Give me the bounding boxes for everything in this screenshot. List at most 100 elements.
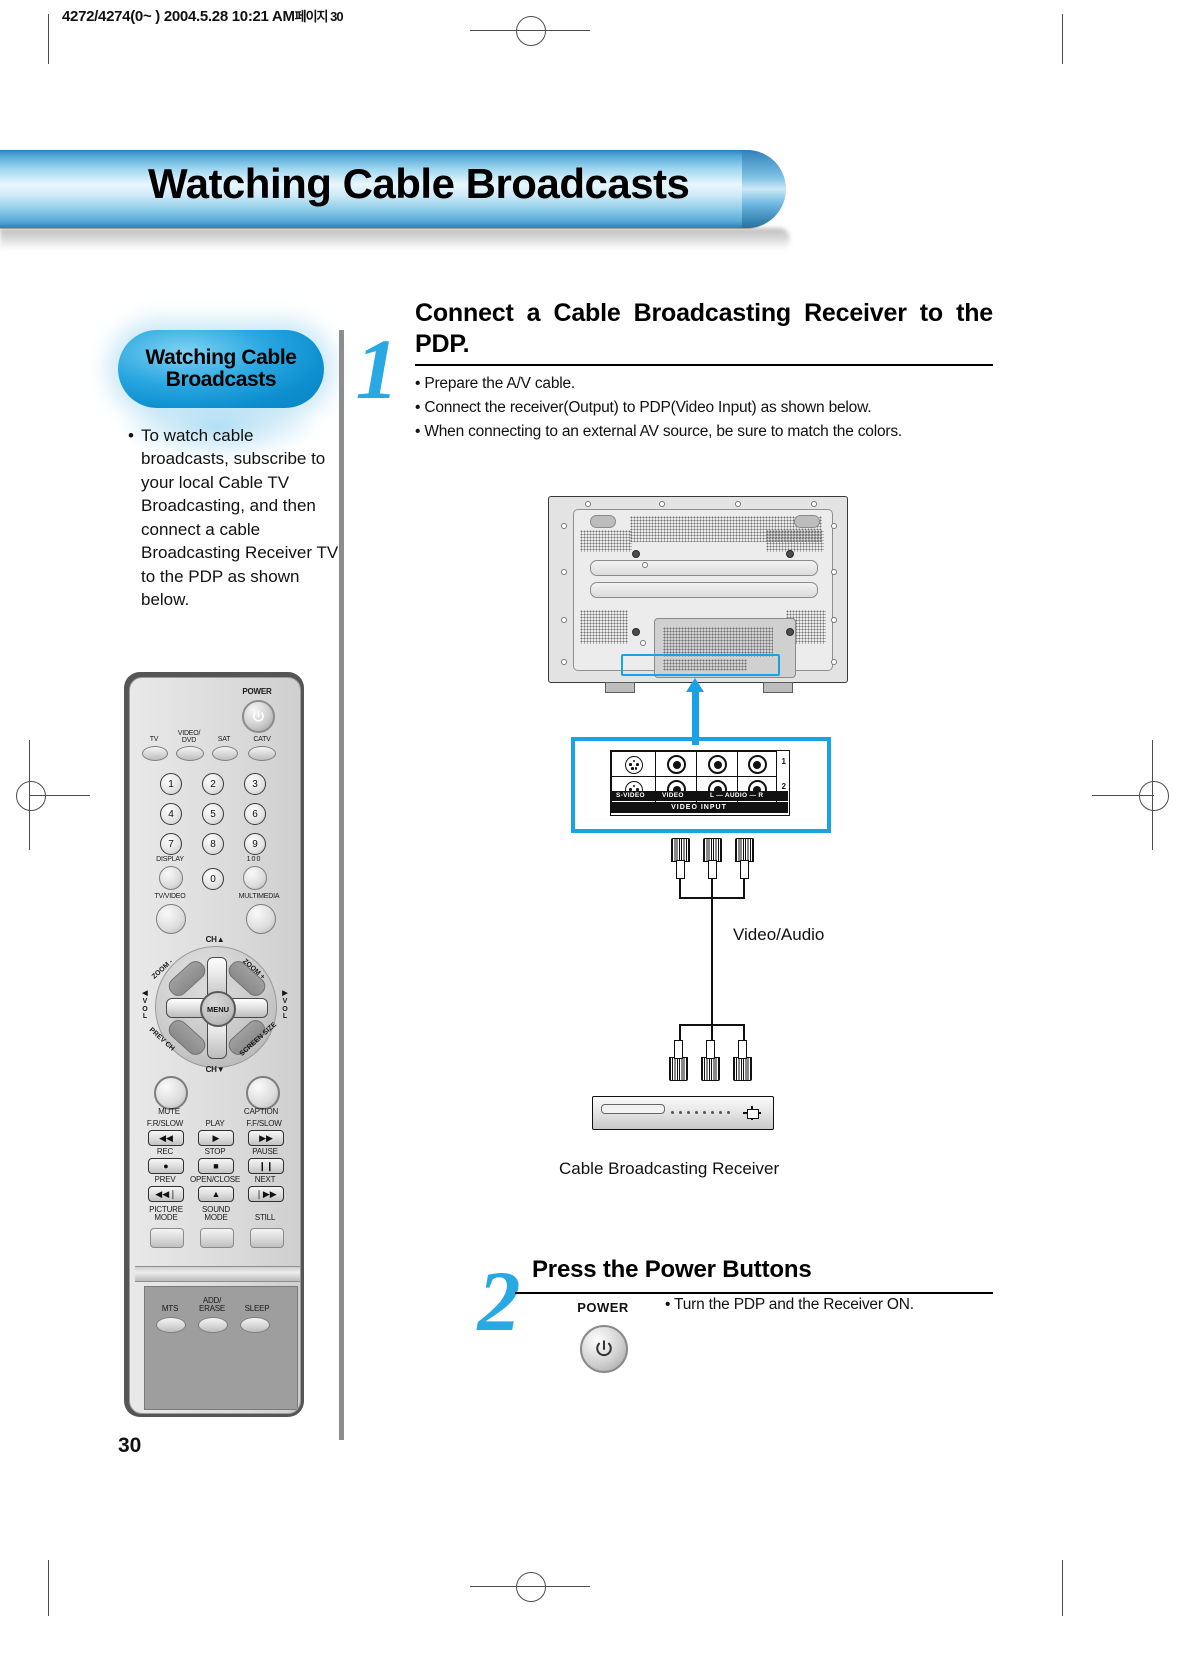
cable-vertical-right — [743, 878, 745, 898]
remote-key-8[interactable]: 8 — [202, 833, 224, 855]
remote-key-9[interactable]: 9 — [244, 833, 266, 855]
remote-stop-label: STOP — [204, 1147, 226, 1156]
sidebar-callout-badge: Watching Cable Broadcasts — [118, 330, 324, 408]
rca-plug-top-left — [671, 838, 690, 879]
remote-pause-label: PAUSE — [252, 1147, 278, 1156]
remote-button-next[interactable]: ❘▶▶ — [248, 1186, 284, 1202]
pdp-screw-6 — [640, 640, 646, 646]
remote-key-6[interactable]: 6 — [244, 803, 266, 825]
remote-key-0[interactable]: 0 — [202, 868, 224, 890]
pdp-screw-3 — [632, 628, 640, 636]
remote-button-open-close[interactable]: ▲ — [198, 1186, 234, 1202]
power-symbol-icon-remote — [253, 710, 264, 722]
remote-button-add-erase[interactable] — [198, 1317, 228, 1333]
remote-power-button[interactable] — [242, 700, 275, 733]
remote-button-sat[interactable] — [212, 746, 238, 761]
step-1-heading-line1: Connect a Cable Broadcasting Receiver to… — [415, 299, 993, 327]
remote-button-picture-mode[interactable] — [150, 1228, 184, 1248]
video-input-row-number-2: 2 — [781, 782, 786, 791]
sidebar-note-bullet: • — [128, 426, 134, 445]
receiver-display-slot — [601, 1104, 665, 1114]
crop-mark-left-horizontal — [30, 795, 90, 796]
remote-button-still[interactable] — [250, 1228, 284, 1248]
remote-button-fast-forward[interactable]: ▶▶ — [248, 1130, 284, 1146]
remote-sliding-cover-edge[interactable] — [135, 1266, 300, 1282]
remote-button-stop[interactable]: ■ — [198, 1158, 234, 1174]
video-audio-label: Video/Audio — [733, 925, 825, 944]
label-s-video: S-VIDEO — [616, 791, 645, 799]
remote-button-100[interactable] — [243, 866, 267, 890]
title-banner — [0, 150, 786, 228]
remote-play-label: PLAY — [205, 1119, 225, 1128]
callout-arrow-stem — [692, 690, 699, 745]
remote-key-7[interactable]: 7 — [160, 833, 182, 855]
remote-button-record[interactable]: ● — [148, 1158, 184, 1174]
pdp-vent-lower-left — [580, 610, 628, 644]
remote-key-1[interactable]: 1 — [160, 773, 182, 795]
remote-caption-label: CAPTION — [243, 1107, 279, 1116]
pdp-edge-screw-top-3 — [735, 501, 741, 507]
remote-button-catv[interactable] — [248, 746, 276, 761]
remote-display-label: DISPLAY — [156, 856, 184, 863]
remote-button-previous[interactable]: ◀◀❘ — [148, 1186, 184, 1202]
remote-key-2[interactable]: 2 — [202, 773, 224, 795]
remote-button-sound-mode[interactable] — [200, 1228, 234, 1248]
step-2-power-button[interactable] — [580, 1325, 628, 1373]
crop-mark-bottom-right-vertical — [1062, 1560, 1063, 1616]
label-audio: L — AUDIO — R — [710, 791, 764, 799]
pdp-edge-screw-left-2 — [561, 569, 567, 575]
remote-button-caption[interactable] — [246, 1076, 280, 1110]
remote-button-tv-video[interactable] — [156, 904, 186, 934]
crop-mark-top-right-vertical — [1062, 14, 1063, 64]
pdp-vent-left — [580, 530, 632, 552]
remote-button-pause[interactable]: ❙❙ — [248, 1158, 284, 1174]
remote-button-play[interactable]: ▶ — [198, 1130, 234, 1146]
remote-mts-label: MTS — [161, 1304, 179, 1313]
remote-button-multimedia[interactable] — [246, 904, 276, 934]
remote-button-rewind[interactable]: ◀◀ — [148, 1130, 184, 1146]
remote-ch-up-label: CH▲ — [205, 935, 225, 944]
page-title: Watching Cable Broadcasts — [148, 160, 690, 207]
step-1-number: 1 — [355, 321, 399, 417]
receiver-led-8 — [727, 1111, 730, 1114]
rca-video-jack-icon — [667, 755, 686, 774]
receiver-led-3 — [687, 1111, 690, 1114]
remote-button-mute[interactable] — [154, 1076, 188, 1110]
remote-menu-button[interactable]: MENU — [200, 991, 236, 1027]
remote-button-display[interactable] — [159, 866, 183, 890]
pdp-edge-screw-left-4 — [561, 659, 567, 665]
remote-multimedia-label: MULTIMEDIA — [238, 893, 280, 900]
cable-vertical-center-lower — [711, 1024, 713, 1042]
remote-button-mts[interactable] — [156, 1317, 186, 1333]
receiver-led-6 — [711, 1111, 714, 1114]
remote-button-video-dvd[interactable] — [176, 746, 204, 761]
pdp-edge-screw-right-3 — [831, 617, 837, 623]
receiver-led-1 — [671, 1111, 674, 1114]
pdp-stand-foot-right — [763, 682, 793, 693]
video-input-row-number-1: 1 — [781, 757, 786, 766]
power-symbol-icon — [596, 1340, 612, 1357]
sidebar-note-text: To watch cable broadcasts, subscribe to … — [141, 426, 339, 610]
receiver-led-4 — [695, 1111, 698, 1114]
pdp-rail-2 — [590, 582, 818, 598]
remote-button-sleep[interactable] — [240, 1317, 270, 1333]
sidebar: Watching Cable Broadcasts — [110, 330, 336, 408]
remote-key-5[interactable]: 5 — [202, 803, 224, 825]
step-1-rule — [415, 364, 993, 366]
pdp-edge-screw-right-4 — [831, 659, 837, 665]
step-1-heading-line2: PDP. — [415, 330, 470, 358]
remote-hundred-label: 100 — [246, 856, 262, 863]
remote-rec-label: REC — [156, 1147, 174, 1156]
remote-key-3[interactable]: 3 — [244, 773, 266, 795]
pdp-vent-housing — [663, 627, 773, 657]
remote-prev-label: PREV — [154, 1175, 176, 1184]
remote-navigation-pad[interactable]: MENU — [155, 946, 277, 1068]
rca-audio-left-jack-icon — [708, 755, 727, 774]
cable-vertical-left-lower — [679, 1024, 681, 1042]
pdp-vent-housing-2 — [663, 659, 747, 671]
sidebar-callout-line2: Broadcasts — [165, 368, 277, 391]
remote-button-tv[interactable] — [142, 746, 168, 761]
cable-vertical-right-lower — [743, 1024, 745, 1042]
remote-key-4[interactable]: 4 — [160, 803, 182, 825]
